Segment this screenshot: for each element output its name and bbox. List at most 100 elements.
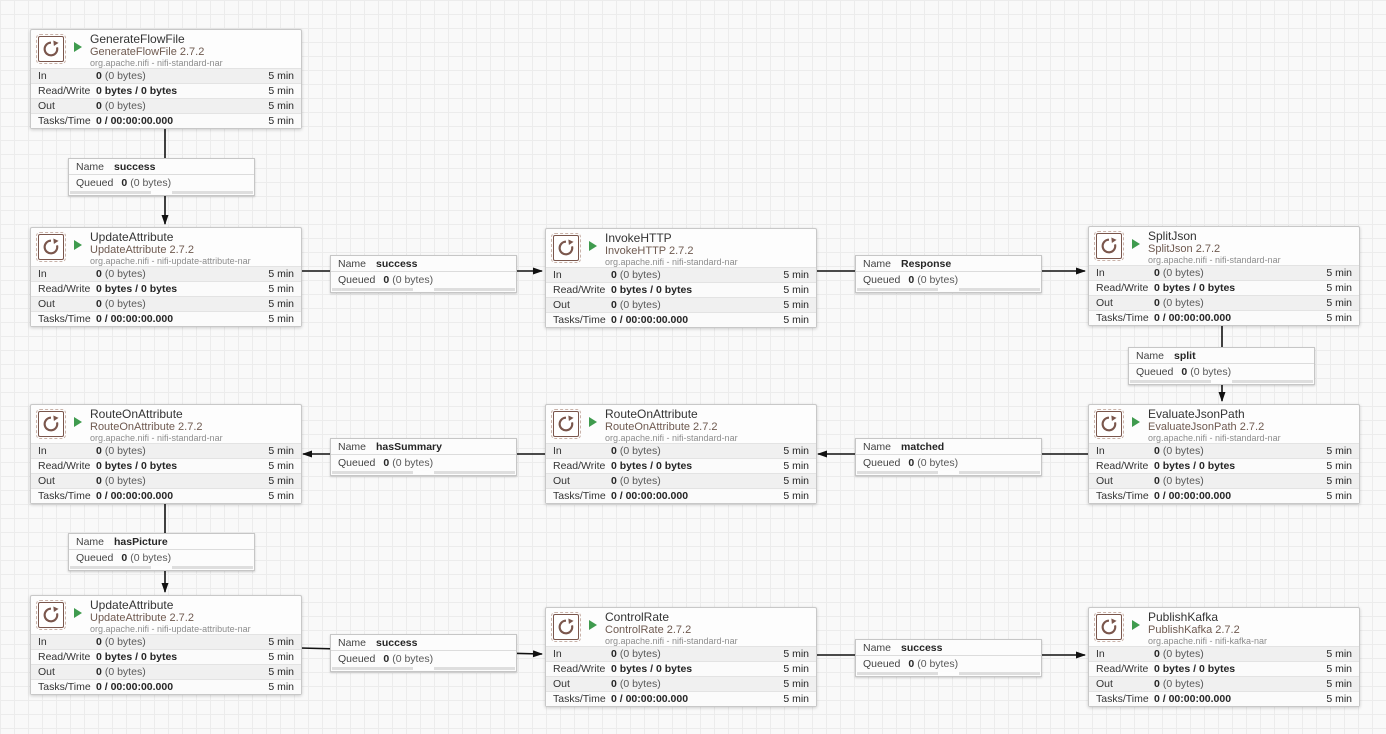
processor-header: RouteOnAttribute RouteOnAttribute 2.7.2 … (546, 405, 816, 443)
processor-bundle: org.apache.nifi - nifi-standard-nar (1148, 433, 1281, 443)
stat-row-in: In 0(0 bytes) 5 min (1089, 265, 1359, 280)
processor-node-routeonattribute-left[interactable]: RouteOnAttribute RouteOnAttribute 2.7.2 … (30, 404, 302, 504)
processor-node-routeonattribute-middle[interactable]: RouteOnAttribute RouteOnAttribute 2.7.2 … (545, 404, 817, 504)
stat-window: 5 min (1326, 267, 1352, 279)
processor-titles: RouteOnAttribute RouteOnAttribute 2.7.2 … (90, 408, 223, 444)
connection-label-split[interactable]: Name split Queued 0(0 bytes) (1128, 347, 1315, 385)
stat-row-read-write: Read/Write 0 bytes / 0 bytes 5 min (546, 661, 816, 676)
run-status-play-icon (588, 238, 598, 251)
processor-node-invokehttp[interactable]: InvokeHTTP InvokeHTTP 2.7.2 org.apache.n… (545, 228, 817, 328)
processor-header: GenerateFlowFile GenerateFlowFile 2.7.2 … (31, 30, 301, 68)
connection-label-haspicture[interactable]: Name hasPicture Queued 0(0 bytes) (68, 533, 255, 571)
processor-node-updateattribute-2[interactable]: UpdateAttribute UpdateAttribute 2.7.2 or… (30, 595, 302, 695)
stat-window: 5 min (268, 298, 294, 310)
stat-row-in: In 0(0 bytes) 5 min (1089, 443, 1359, 458)
queue-size-gauge (433, 471, 515, 474)
processor-node-generateflowfile[interactable]: GenerateFlowFile GenerateFlowFile 2.7.2 … (30, 29, 302, 129)
stat-label: In (38, 268, 47, 280)
processor-node-updateattribute-1[interactable]: UpdateAttribute UpdateAttribute 2.7.2 or… (30, 227, 302, 327)
stat-label: In (1096, 267, 1105, 279)
connection-label: Name success Queued 0(0 bytes) (855, 639, 1042, 677)
stat-value: 0(0 bytes) (611, 299, 661, 311)
stat-value: 0 / 00:00:00.000 (96, 490, 174, 502)
stat-row-read-write: Read/Write 0 bytes / 0 bytes 5 min (546, 458, 816, 473)
connection-queued-row: Queued 0(0 bytes) (856, 454, 1041, 471)
run-status-play-icon (588, 617, 598, 630)
stat-window: 5 min (783, 460, 809, 472)
stat-label: In (38, 70, 47, 82)
connection-label-response[interactable]: Name Response Queued 0(0 bytes) (855, 255, 1042, 293)
queue-count-gauge (332, 667, 414, 670)
stat-value: 0 bytes / 0 bytes (611, 284, 693, 296)
connection-queued-value: 0(0 bytes) (1181, 366, 1232, 378)
connection-queued-value: 0(0 bytes) (121, 552, 172, 564)
processor-node-publishkafka[interactable]: PublishKafka PublishKafka 2.7.2 org.apac… (1088, 607, 1360, 707)
stat-window: 5 min (268, 283, 294, 295)
stat-label: Tasks/Time (1096, 312, 1149, 324)
stat-label: Read/Write (38, 460, 91, 472)
processor-body: RouteOnAttribute RouteOnAttribute 2.7.2 … (30, 404, 302, 504)
queue-size-gauge (958, 672, 1040, 675)
stat-window: 5 min (1326, 445, 1352, 457)
stat-label: In (553, 445, 562, 457)
connection-relationship-name: success (376, 257, 418, 270)
processor-body: InvokeHTTP InvokeHTTP 2.7.2 org.apache.n… (545, 228, 817, 328)
connection-name-key: Name (76, 160, 105, 173)
stat-window: 5 min (268, 85, 294, 97)
processor-type: PublishKafka 2.7.2 (1148, 624, 1240, 636)
connection-label-matched[interactable]: Name matched Queued 0(0 bytes) (855, 438, 1042, 476)
stat-value: 0(0 bytes) (1154, 445, 1204, 457)
stat-label: In (553, 648, 562, 660)
stat-window: 5 min (1326, 312, 1352, 324)
stat-window: 5 min (268, 313, 294, 325)
stat-value: 0 / 00:00:00.000 (1154, 312, 1232, 324)
connection-label-success-3[interactable]: Name success Queued 0(0 bytes) (330, 634, 517, 672)
run-status-play-icon (1131, 617, 1141, 630)
stat-row-read-write: Read/Write 0 bytes / 0 bytes 5 min (1089, 661, 1359, 676)
stat-value: 0 bytes / 0 bytes (1154, 282, 1236, 294)
stat-window: 5 min (1326, 282, 1352, 294)
connection-label-success-1[interactable]: Name success Queued 0(0 bytes) (68, 158, 255, 196)
processor-node-evaluatejsonpath[interactable]: EvaluateJsonPath EvaluateJsonPath 2.7.2 … (1088, 404, 1360, 504)
stat-label: Tasks/Time (38, 490, 91, 502)
stat-window: 5 min (268, 636, 294, 648)
processor-titles: InvokeHTTP InvokeHTTP 2.7.2 org.apache.n… (605, 232, 738, 268)
processor-titles: ControlRate ControlRate 2.7.2 org.apache… (605, 611, 738, 647)
stat-label: Read/Write (553, 460, 606, 472)
processor-bundle: org.apache.nifi - nifi-standard-nar (605, 433, 738, 443)
stat-value: 0 / 00:00:00.000 (96, 313, 174, 325)
stat-value: 0(0 bytes) (611, 648, 661, 660)
processor-name: RouteOnAttribute (605, 407, 698, 421)
stat-label: Tasks/Time (38, 313, 91, 325)
stat-row-out: Out 0(0 bytes) 5 min (546, 676, 816, 691)
connection-queued-value: 0(0 bytes) (121, 177, 172, 189)
stat-window: 5 min (783, 445, 809, 457)
processor-node-splitjson[interactable]: SplitJson SplitJson 2.7.2 org.apache.nif… (1088, 226, 1360, 326)
stat-label: Out (38, 475, 55, 487)
processor-stamp-icon (36, 232, 66, 262)
stat-window: 5 min (268, 268, 294, 280)
processor-node-controlrate[interactable]: ControlRate ControlRate 2.7.2 org.apache… (545, 607, 817, 707)
processor-header: UpdateAttribute UpdateAttribute 2.7.2 or… (31, 596, 301, 634)
stat-label: Tasks/Time (1096, 490, 1149, 502)
processor-name: RouteOnAttribute (90, 407, 183, 421)
connection-queued-key: Queued (338, 274, 376, 286)
stat-value: 0(0 bytes) (96, 636, 146, 648)
processor-name: UpdateAttribute (90, 598, 174, 612)
processor-body: EvaluateJsonPath EvaluateJsonPath 2.7.2 … (1088, 404, 1360, 504)
connection-label-success-4[interactable]: Name success Queued 0(0 bytes) (855, 639, 1042, 677)
run-status-play-icon (73, 414, 83, 427)
connection-queued-key: Queued (863, 658, 901, 670)
stat-label: Out (1096, 678, 1113, 690)
stat-label: Out (38, 298, 55, 310)
stat-row-in: In 0(0 bytes) 5 min (1089, 646, 1359, 661)
queue-size-gauge (433, 288, 515, 291)
stat-window: 5 min (783, 284, 809, 296)
connection-label-hassummary[interactable]: Name hasSummary Queued 0(0 bytes) (330, 438, 517, 476)
connection-label-success-2[interactable]: Name success Queued 0(0 bytes) (330, 255, 517, 293)
stat-row-in: In 0(0 bytes) 5 min (31, 68, 301, 83)
connection-name-key: Name (863, 440, 892, 453)
connection-label: Name success Queued 0(0 bytes) (68, 158, 255, 196)
connection-queued-row: Queued 0(0 bytes) (331, 271, 516, 288)
